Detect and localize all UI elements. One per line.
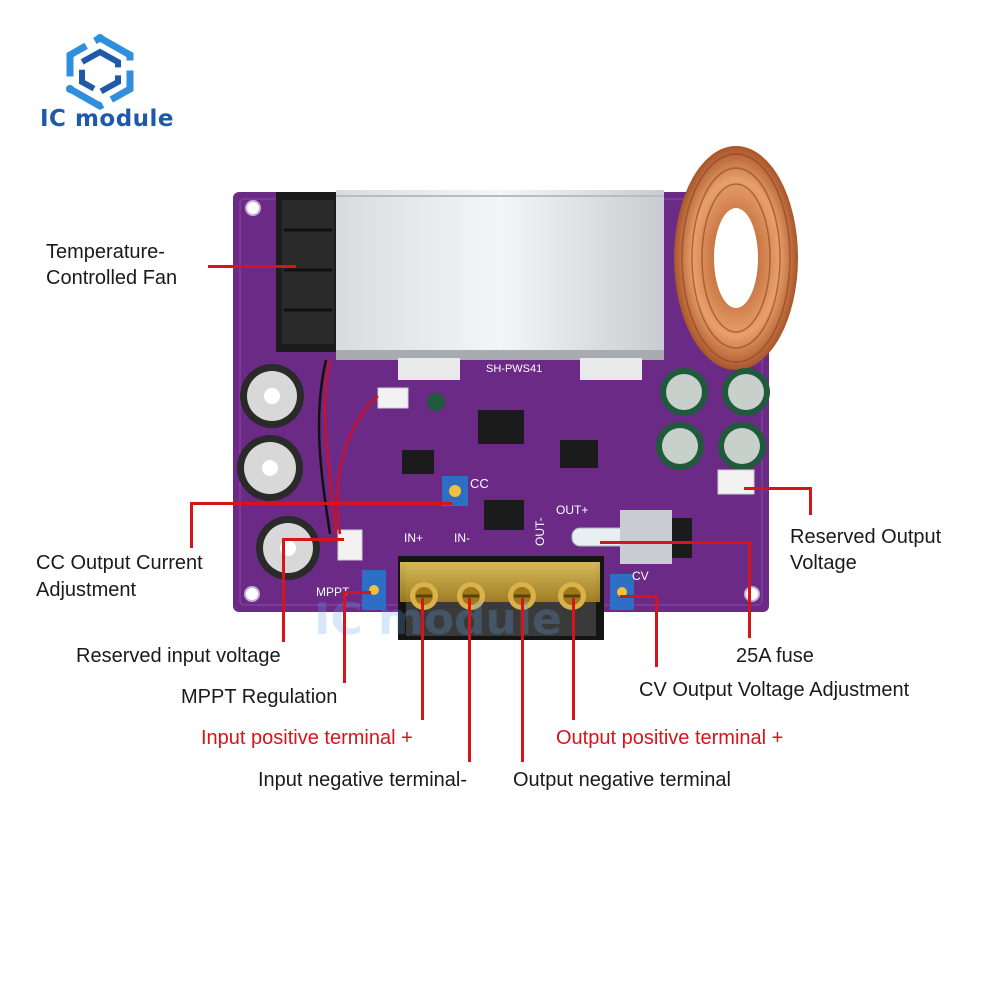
reserved-output-leader-horizontal [744,487,812,490]
label-cv: CV Output Voltage Adjustment [639,679,910,701]
reserved-input-leader-vertical [282,538,285,642]
silk-mppt: MPPT [316,585,350,599]
label-mppt: MPPT Regulation [181,686,338,708]
mppt-leader-vertical [343,591,346,683]
capacitor-right-4 [718,422,766,470]
cv-leader-horizontal [620,595,658,598]
reserved-input-leader-horizontal [282,538,344,541]
terminal-screw [558,582,586,610]
ic-chip [478,410,524,444]
reserved-output-connector [717,469,755,495]
inductor-coil [674,146,798,370]
cc-leader-vertical [190,502,193,548]
label-reserved-output-line1: Reserved Output [790,526,942,548]
output-positive-leader [572,598,575,720]
heatsink [336,190,664,360]
reserved-input-connector [337,529,363,561]
label-fan-line1: Temperature- [46,241,165,263]
label-cc-line2: Adjustment [36,579,137,601]
silk-out-plus: OUT+ [556,503,588,517]
label-cc-line1: CC Output Current [36,552,203,574]
cc-leader-horizontal [190,502,452,505]
capacitor-left-top [240,364,304,428]
fuse-icon [571,510,692,564]
fuse-leader-vertical [748,541,751,638]
silk-in-minus: IN- [454,531,470,545]
fan-icon [276,192,340,352]
ic-module-logo-icon [66,34,134,110]
capacitor-right-1 [660,368,708,416]
silk-out-minus: OUT- [533,517,547,546]
mounting-hole [245,200,261,216]
cv-leader-vertical [655,595,658,667]
capacitor-right-2 [722,368,770,416]
silk-model: SH-PWS41 [486,363,542,375]
mosfet [484,500,524,530]
label-fuse: 25A fuse [736,645,814,667]
terminal-screw [457,582,485,610]
input-positive-leader [421,598,424,720]
silk-in-plus: IN+ [404,531,423,545]
terminal-screw [410,582,438,610]
capacitor-left-middle [237,435,303,501]
fan-leader-line [208,265,296,268]
label-input-positive: Input positive terminal + [201,727,413,749]
input-negative-leader [468,598,471,762]
silk-cc: CC [470,476,489,491]
label-output-positive: Output positive terminal + [556,727,784,749]
reserved-output-leader-vertical [809,487,812,515]
ic-chip [560,440,598,468]
capacitor-right-3 [656,422,704,470]
label-input-negative: Input negative terminal- [258,769,468,791]
label-fan-line2: Controlled Fan [46,267,178,289]
brand-name: IC module [40,106,175,132]
watermark-text: IC module [314,594,562,645]
label-reserved-output-line2: Voltage [790,552,857,574]
terminal-screw [508,582,536,610]
label-reserved-input: Reserved input voltage [76,645,281,667]
output-negative-leader [521,598,524,762]
mounting-hole [244,586,260,602]
capacitor-left-bottom [256,516,320,580]
ic-chip [402,450,434,474]
mppt-leader-horizontal [343,591,371,594]
fuse-leader-horizontal [600,541,750,544]
silk-cv: CV [632,569,649,583]
label-output-negative: Output negative terminal [513,769,731,791]
